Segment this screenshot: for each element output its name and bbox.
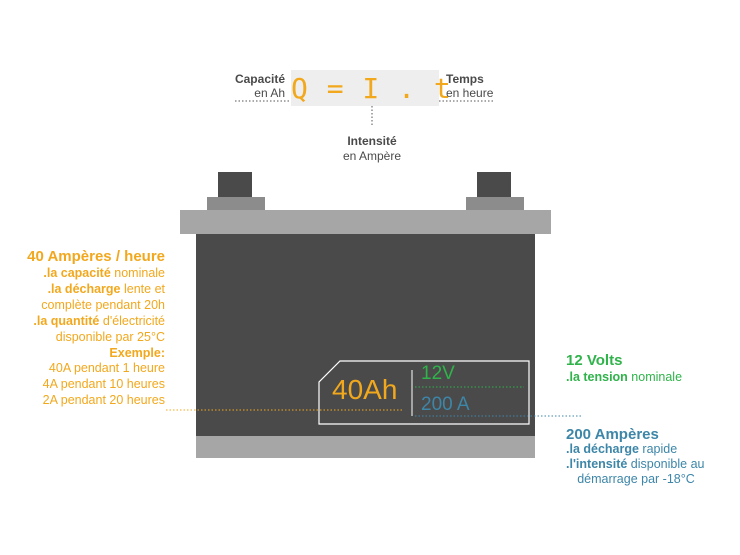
intensity-label: Intensité: [347, 134, 397, 148]
current-note-line2: .l'intensité disponible au: [566, 457, 705, 471]
capacity-label: Capacité: [234, 72, 285, 86]
battery-voltage-value: 12V: [421, 363, 455, 384]
time-unit: en heure: [446, 86, 494, 100]
current-note-line1: .la décharge rapide: [566, 442, 678, 456]
current-note-title: 200 Ampères: [566, 426, 659, 443]
capacity-note-line3: complète pendant 20h: [41, 298, 165, 312]
formula-box: [291, 70, 439, 106]
voltage-note-title: 12 Volts: [566, 352, 623, 369]
example-line1: 40A pendant 1 heure: [48, 361, 165, 375]
battery-label-frame: [318, 360, 530, 425]
capacity-unit: en Ah: [254, 86, 285, 100]
battery-body: [196, 234, 535, 436]
formula-expression: Q = I . t: [291, 72, 452, 105]
capacity-note-line2: .la décharge lente et: [47, 282, 165, 296]
capacity-note-line5: disponible par 25°C: [55, 330, 165, 344]
negative-terminal: [207, 172, 265, 211]
battery-base: [196, 436, 535, 458]
intensity-unit: en Ampère: [342, 149, 402, 163]
battery-current-value: 200 A: [421, 394, 470, 415]
capacity-note-line1: .la capacité nominale: [43, 266, 165, 280]
example-label: Exemple:: [109, 346, 165, 360]
example-line2: 4A pendant 10 heures: [42, 377, 165, 391]
capacity-note-line4: .la quantité d'électricité: [33, 314, 165, 328]
battery-lid: [180, 210, 551, 234]
positive-terminal: [466, 172, 524, 211]
current-note-line3: démarrage par -18°C: [577, 472, 695, 486]
battery-capacity-value: 40Ah: [332, 374, 398, 405]
example-line3: 2A pendant 20 heures: [42, 393, 165, 407]
time-label: Temps: [446, 72, 484, 86]
voltage-note-line1: .la tension nominale: [566, 370, 683, 384]
capacity-note-title: 40 Ampères / heure: [27, 248, 165, 265]
